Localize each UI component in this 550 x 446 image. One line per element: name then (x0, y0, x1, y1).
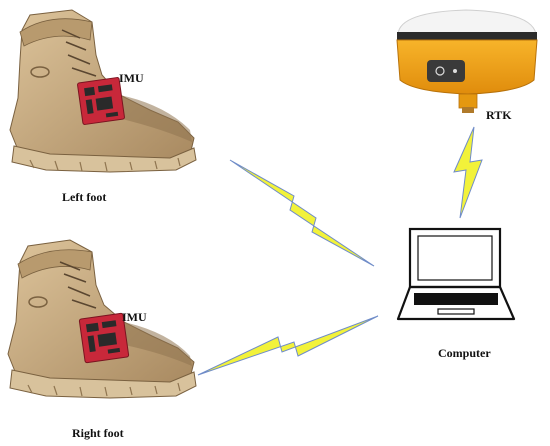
rtk-receiver (396, 9, 538, 113)
rtk-body (396, 39, 538, 95)
left-boot-toe (118, 95, 192, 142)
left-foot-label: Left foot (62, 190, 107, 204)
power-icon (435, 66, 445, 76)
rtk-mount-stem (458, 93, 478, 109)
right-boot-sole-treads (27, 382, 181, 397)
rtk-control-panel (427, 60, 465, 82)
wireless-lightning-icon (229, 159, 375, 267)
rtk-label: RTK (486, 108, 512, 122)
computer-label: Computer (438, 346, 491, 360)
imu-left-label: IMU (119, 71, 144, 85)
right-boot-sole (9, 369, 197, 399)
laptop-keyboard (414, 293, 498, 305)
right-boot-logo (28, 296, 48, 308)
left-boot-logo (30, 66, 50, 78)
rtk-dome (397, 9, 537, 35)
left-imu-board-icon (77, 77, 125, 125)
wireless-link-left-foot-to-computer (229, 159, 375, 267)
wireless-link-right-foot-to-computer (197, 315, 379, 376)
rtk-black-band (397, 32, 537, 40)
right-boot-collar (17, 249, 93, 279)
left-boot-sole-treads (29, 157, 181, 172)
laptop-screen (408, 227, 502, 289)
laptop-icon (396, 227, 516, 321)
wireless-link-rtk-to-computer (453, 126, 483, 219)
left-boot-sole (11, 145, 197, 173)
wireless-lightning-icon (197, 315, 379, 376)
right-boot-toe (120, 322, 192, 366)
rtk-mount-connector (462, 107, 474, 113)
left-boot-collar (19, 18, 93, 47)
right-imu-board-icon (78, 312, 130, 364)
imu-right-label: IMU (122, 310, 147, 324)
right-boot (7, 239, 197, 399)
laptop-touchpad (437, 308, 475, 315)
left-boot-laces (61, 29, 97, 77)
right-foot-label: Right foot (72, 426, 124, 440)
right-boot-laces (59, 261, 97, 309)
left-boot (9, 9, 197, 173)
wireless-lightning-icon (453, 126, 483, 219)
laptop-base (396, 285, 516, 321)
status-led-icon (453, 69, 457, 73)
laptop-display (417, 235, 493, 281)
